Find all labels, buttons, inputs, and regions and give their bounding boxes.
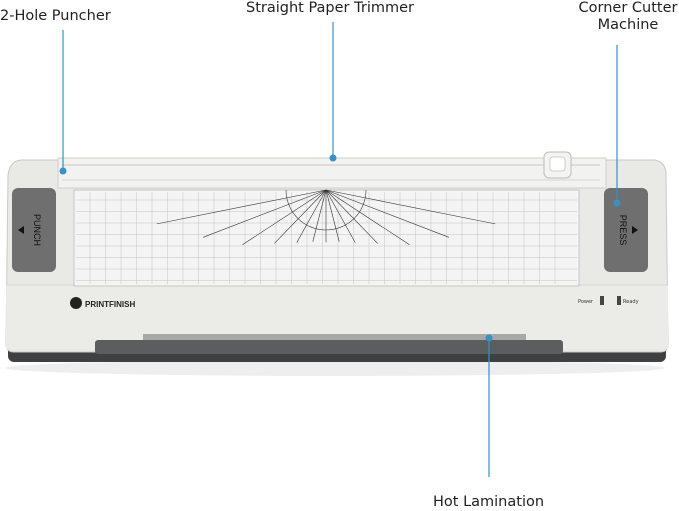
cutting-grid xyxy=(73,189,580,287)
grid-line xyxy=(325,189,410,246)
trimmer-callout: Straight Paper Trimmer xyxy=(246,0,414,16)
brand-logo-icon xyxy=(70,297,82,309)
press-button[interactable] xyxy=(604,188,648,272)
puncher-callout: 2-Hole Puncher xyxy=(0,8,111,24)
lamination-slot[interactable] xyxy=(143,334,526,340)
grid-line xyxy=(325,189,496,225)
grid-line xyxy=(325,189,356,243)
ready-indicator xyxy=(617,296,621,305)
power-label: Power xyxy=(578,299,594,305)
shadow xyxy=(5,360,665,376)
grid-line xyxy=(312,189,327,242)
grid-line xyxy=(325,189,340,242)
brand-name: PRINTFINISH xyxy=(85,300,135,309)
grid-line xyxy=(203,189,327,238)
grid-line xyxy=(296,189,327,243)
power-indicator xyxy=(600,296,604,305)
grid-line xyxy=(156,189,327,225)
corner-cutter-callout-line2: Machine xyxy=(597,17,659,33)
press-label: PRESS xyxy=(618,215,628,246)
ready-label: Ready xyxy=(623,299,639,305)
corner-cutter-callout-line1: Corner Cutter xyxy=(578,0,678,16)
punch-label: PUNCH xyxy=(32,214,42,246)
grid-line xyxy=(325,189,378,244)
grid-line xyxy=(242,189,327,246)
protractor-arc xyxy=(285,189,367,231)
grid-line xyxy=(274,189,327,244)
punch-button[interactable] xyxy=(12,188,56,272)
grid-line xyxy=(325,189,449,238)
lamination-callout: Hot Lamination xyxy=(433,494,545,510)
output-tray xyxy=(95,340,563,354)
trimmer-rail xyxy=(57,157,607,189)
corner-cutter-callout: Corner Cutter Machine xyxy=(573,0,679,34)
